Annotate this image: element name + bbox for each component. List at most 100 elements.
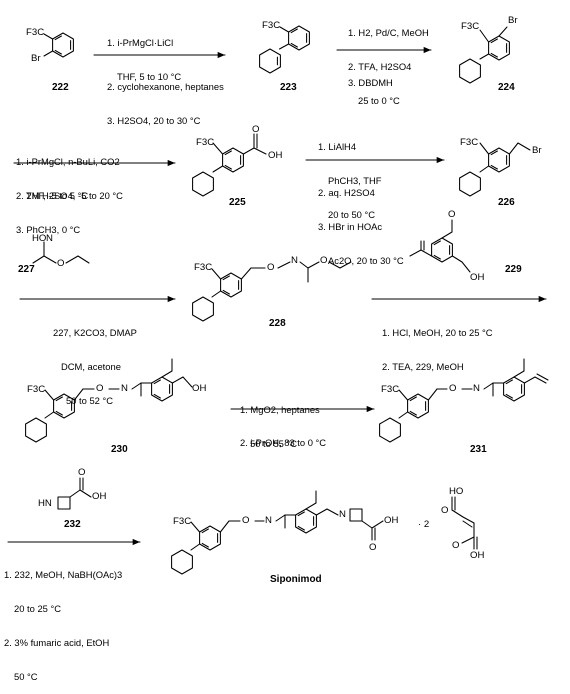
atom-oh-siponimod-acid: OH xyxy=(384,515,399,526)
step-3-conditions-below: 2. 2M H2SO4, -5 to 20 °C 3. PhCH3, 0 °C xyxy=(16,167,123,247)
atom-o-231: O xyxy=(449,383,457,394)
step-6-line-1: 1. HCl, MeOH, 20 to 25 °C xyxy=(382,326,493,338)
atom-oh-fumaric: OH xyxy=(470,550,485,561)
atom-cf3-siponimod: F3C xyxy=(173,516,192,527)
label-224: 224 xyxy=(498,82,515,93)
atom-o-228b: O xyxy=(320,255,328,266)
step-4-line-4: 2. aq. H2SO4 xyxy=(318,186,375,198)
step-7-line-2: 50 to 55 °C xyxy=(250,438,298,450)
step-2-line-3: 25 to 0 °C xyxy=(358,95,400,107)
compound-230-structure xyxy=(25,358,193,443)
atom-n-230: N xyxy=(121,383,128,394)
step-1-line-2: THF, 5 to 10 °C xyxy=(117,71,182,83)
compound-232-structure xyxy=(57,477,92,510)
atom-ho-227: HO xyxy=(32,233,47,244)
step-3-line-2: THF, -5 to 5 °C xyxy=(26,190,89,202)
step-1-line-1: 1. i-PrMgCl·LiCl xyxy=(107,36,174,48)
step-2-line-1: 1. H2, Pd/C, MeOH xyxy=(348,26,429,38)
step-6-line-2: 2. TEA, 229, MeOH xyxy=(382,361,464,373)
compound-228-structure xyxy=(192,261,352,322)
atom-o-225: O xyxy=(252,124,260,135)
step-6-conditions: 1. HCl, MeOH, 20 to 25 °C 2. TEA, 229, M… xyxy=(382,304,493,384)
step-4-line-6: Ac2O, 20 to 30 °C xyxy=(328,255,404,267)
atom-cf3-223: F3C xyxy=(262,20,281,31)
label-226: 226 xyxy=(498,197,515,208)
step-3-conditions: 1. i-PrMgCl, n-BuLi, CO2 THF, -5 to 5 °C xyxy=(16,133,120,213)
compound-231-structure xyxy=(379,358,549,443)
step-3-line-3: 2. 2M H2SO4, -5 to 20 °C xyxy=(16,189,123,201)
step-2-conditions-below: 3. DBDMH xyxy=(348,54,393,100)
atom-o-siponimod-acid: O xyxy=(369,542,377,553)
atom-oh-229: OH xyxy=(470,272,485,283)
atom-o-siponimod: O xyxy=(242,515,250,526)
step-7-conditions: 1. MgO2, heptanes 50 to 55 °C xyxy=(240,381,320,461)
atom-br-226: Br xyxy=(532,145,542,156)
compound-229-structure xyxy=(409,219,471,273)
atom-n-231: N xyxy=(473,383,480,394)
step-7-conditions-below: 2. i-PrOH, 83 to 0 °C xyxy=(240,414,326,460)
label-229: 229 xyxy=(505,264,522,275)
compound-223-structure xyxy=(259,25,310,74)
label-223: 223 xyxy=(280,82,297,93)
step-5-conditions: 227, K2CO3, DMAP DCM, acetone 50 to 52 °… xyxy=(53,304,137,418)
step-4-line-3: 20 to 50 °C xyxy=(328,209,376,221)
step-7-line-3: 2. i-PrOH, 83 to 0 °C xyxy=(240,436,327,448)
step-3-line-4: 3. PhCH3, 0 °C xyxy=(16,224,81,236)
step-8-line-2: 20 to 25 °C xyxy=(14,603,62,615)
label-227: 227 xyxy=(18,264,35,275)
atom-o-228a: O xyxy=(267,262,275,273)
atom-hn-232: HN xyxy=(38,498,52,509)
step-3-line-1: 1. i-PrMgCl, n-BuLi, CO2 xyxy=(16,155,120,167)
compound-227-structure xyxy=(32,241,90,264)
step-1-conditions: 1. i-PrMgCl·LiCl THF, 5 to 10 °C xyxy=(107,14,181,94)
step-2-line-4: 3. DBDMH xyxy=(348,76,393,88)
label-222: 222 xyxy=(52,82,69,93)
atom-cf3-228: F3C xyxy=(194,262,213,273)
step-4-line-1: 1. LiAlH4 xyxy=(318,140,357,152)
label-230: 230 xyxy=(111,444,128,455)
step-8-line-3: 2. 3% fumaric acid, EtOH xyxy=(4,637,110,649)
step-4-line-5: 3. HBr in HOAc xyxy=(318,221,383,233)
compound-222-structure xyxy=(43,32,74,58)
label-siponimod: Siponimod xyxy=(270,574,322,585)
step-4-conditions-below: 2. aq. H2SO4 3. HBr in HOAc Ac2O, 20 to … xyxy=(318,164,404,278)
step-8-conditions: 1. 232, MeOH, NaBH(OAc)3 20 to 25 °C 2. … xyxy=(4,546,122,694)
atom-cf3-225: F3C xyxy=(196,137,215,148)
compound-225-structure xyxy=(192,133,267,197)
atom-ho-fumaric: HO xyxy=(449,486,464,497)
step-8-line-4: 50 °C xyxy=(14,671,38,683)
compound-226-structure xyxy=(459,142,531,197)
atom-oh-230: OH xyxy=(192,383,207,394)
atom-o-229: O xyxy=(448,209,456,220)
step-2-conditions: 1. H2, Pd/C, MeOH 2. TFA, H2SO4 25 to 0 … xyxy=(348,4,429,118)
step-1-line-4: 3. H2SO4, 20 to 30 °C xyxy=(107,115,201,127)
atom-n-227: N xyxy=(46,233,53,244)
atom-o-227: O xyxy=(57,258,65,269)
atom-cf3-231: F3C xyxy=(381,384,400,395)
step-5-line-3: 50 to 52 °C xyxy=(66,395,114,407)
atom-o-230: O xyxy=(96,383,104,394)
step-1-conditions-below: 2. cyclohexanone, heptanes 3. H2SO4, 20 … xyxy=(107,58,224,138)
step-4-conditions: 1. LiAlH4 PhCH3, THF 20 to 50 °C xyxy=(318,118,382,232)
label-225: 225 xyxy=(229,197,246,208)
atom-n-siponimod-oxime: N xyxy=(265,515,272,526)
step-7-line-1: 1. MgO2, heptanes xyxy=(240,403,320,415)
atom-o-232: O xyxy=(78,467,86,478)
atom-oh-225: OH xyxy=(268,150,283,161)
atom-oh-232: OH xyxy=(92,491,107,502)
compound-siponimod-structure xyxy=(171,490,384,575)
step-5-line-2: DCM, acetone xyxy=(61,361,121,373)
atom-n-siponimod-azetidine: N xyxy=(339,509,346,520)
atom-cf3-224: F3C xyxy=(461,21,480,32)
atom-cf3-230: F3C xyxy=(27,384,46,395)
compound-224-structure xyxy=(459,26,510,84)
step-5-line-1: 227, K2CO3, DMAP xyxy=(53,326,137,338)
atom-cf3-222: F3C xyxy=(26,27,45,38)
salt-ratio: · 2 xyxy=(418,519,430,530)
fumaric-acid-structure xyxy=(451,496,478,550)
atom-o-fumaric-top: O xyxy=(441,505,449,516)
atom-br-224: Br xyxy=(508,15,518,26)
atom-o-fumaric-bottom: O xyxy=(452,540,460,551)
atom-n-228: N xyxy=(291,255,298,266)
step-2-line-2: 2. TFA, H2SO4 xyxy=(348,61,412,73)
